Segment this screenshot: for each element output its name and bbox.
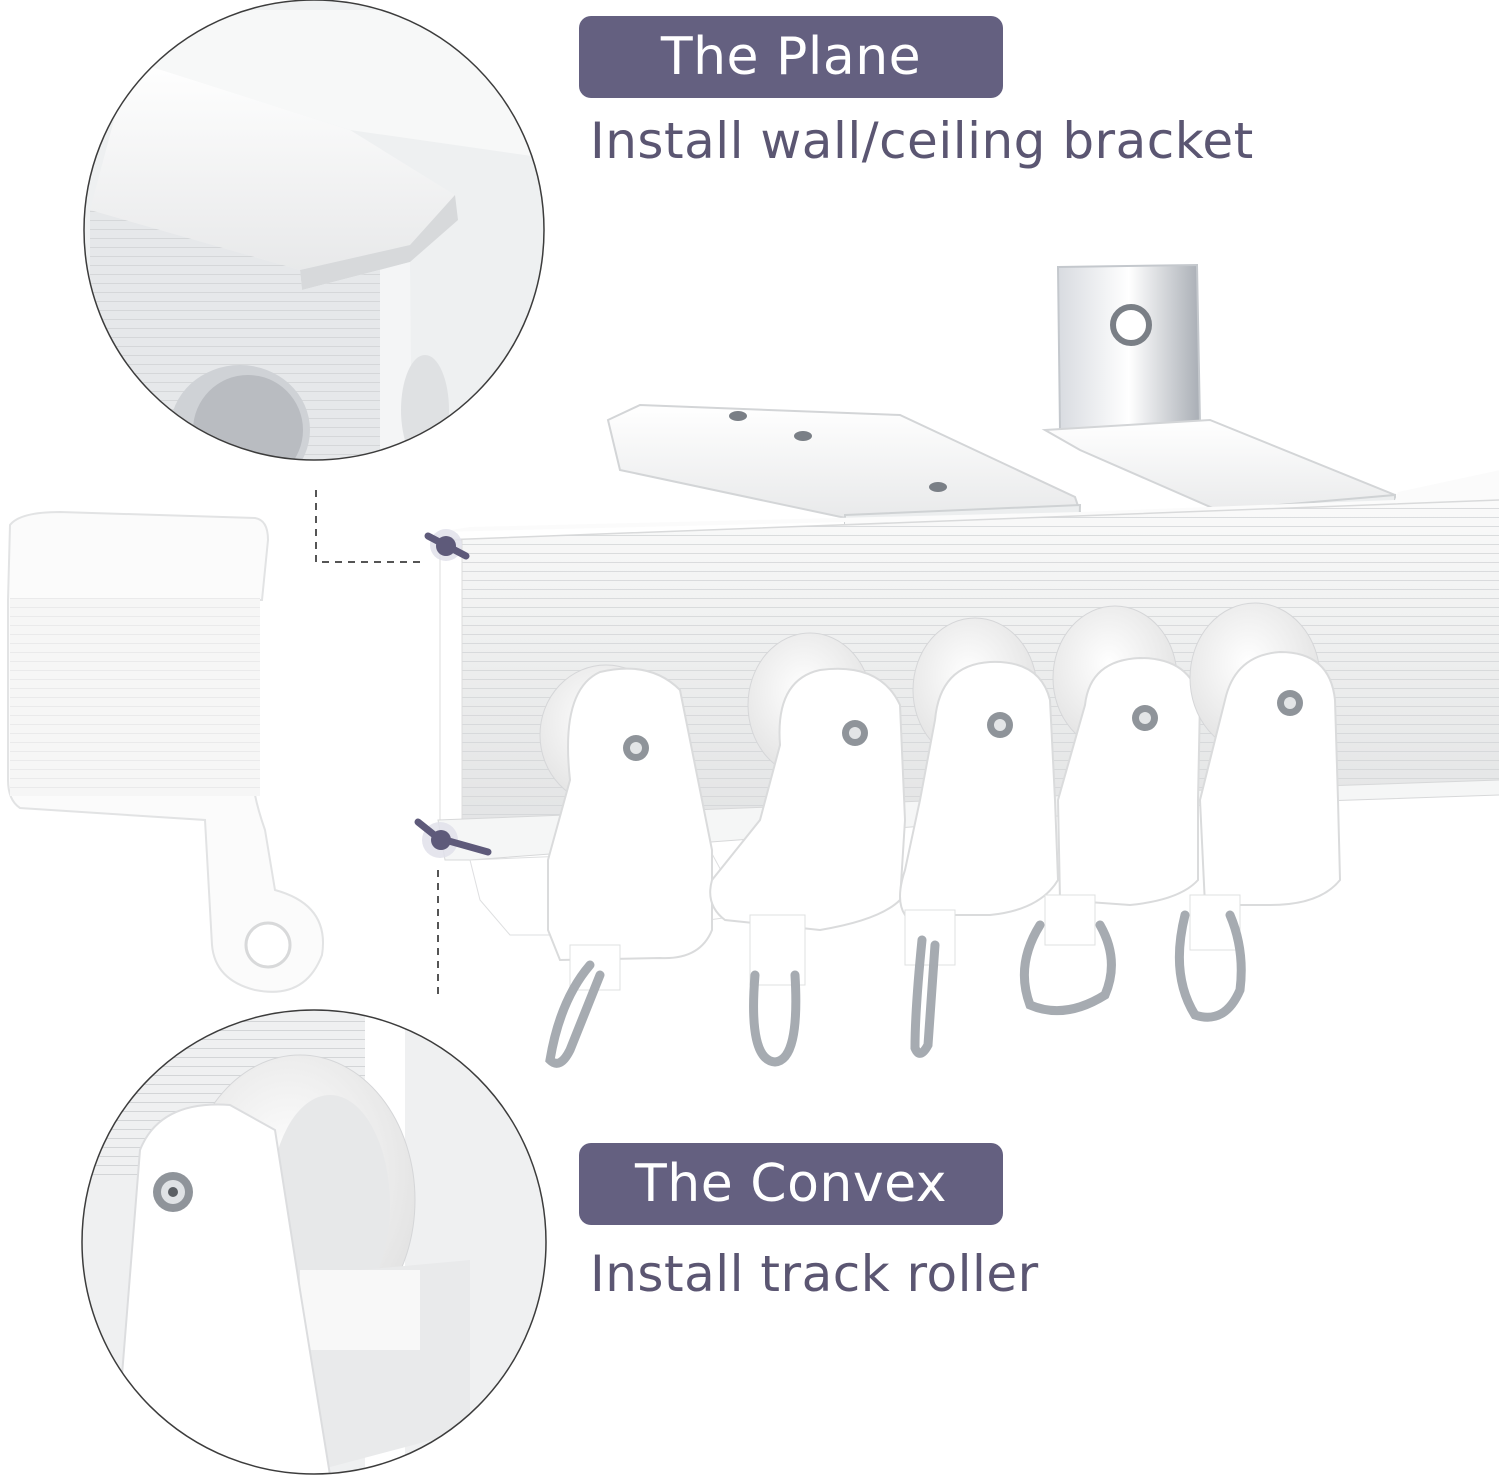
convex-title-badge: The Convex: [579, 1143, 1003, 1225]
end-cap: [7, 510, 324, 993]
track-roller: [899, 617, 1060, 966]
marker-pin-plane: [424, 529, 470, 561]
track-roller: [709, 632, 907, 986]
hook-ring: [1174, 910, 1246, 1022]
hook-ring: [749, 970, 801, 1067]
hook-ring: [910, 935, 940, 1058]
marker-pin-convex: [414, 818, 492, 858]
track-roller: [539, 664, 713, 991]
convex-caption: Install track roller: [590, 1245, 1039, 1303]
track-rollers: [539, 602, 1342, 991]
leader-lines: [315, 490, 439, 1000]
hook-ring: [545, 960, 605, 1068]
plane-caption: Install wall/ceiling bracket: [590, 112, 1254, 170]
hook-ring: [1019, 920, 1116, 1016]
track-roller: [1189, 602, 1342, 951]
zoom-circle-convex: [81, 1009, 547, 1475]
zoom-circle-plane: [83, 0, 545, 461]
plane-title-badge: The Plane: [579, 16, 1003, 98]
hook-rings: [545, 910, 1246, 1068]
